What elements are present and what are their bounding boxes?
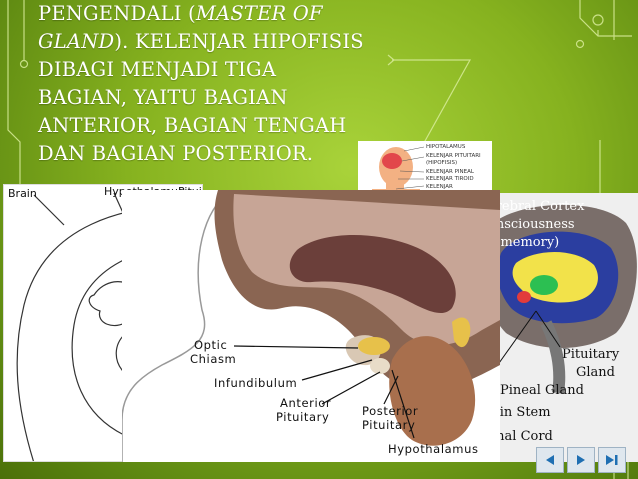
label-kelenjar-tiroid: KELENJAR TIROID (426, 176, 474, 182)
label-kelenjar-pineal: KELENJAR PINEAL (426, 169, 474, 175)
text-line-3: DIBAGI MENJADI TIGA (38, 58, 277, 81)
label-posterior-pituitary: Pituitary (362, 418, 416, 432)
previous-slide-icon (546, 455, 554, 465)
last-slide-icon (606, 455, 618, 465)
label-anterior: Anterior (280, 396, 332, 410)
text-line-5: ANTERIOR, BAGIAN TENGAH (38, 114, 347, 137)
label-spinal-cord: inal Cord (492, 429, 553, 444)
label-hypothalamus-main: Hypothalamus (388, 442, 479, 456)
label-pineal-gland: Pineal Gland (500, 383, 584, 398)
label-kelenjar-pituitari: KELENJAR PITUITARI (426, 153, 481, 159)
pituitary-anatomy-image: Optic Chiasm Infundibulum Anterior Pitui… (122, 190, 500, 462)
previous-slide-button[interactable] (536, 447, 564, 473)
next-slide-icon (577, 455, 585, 465)
colored-brain-illustration (476, 193, 638, 462)
label-gland: Gland (576, 365, 615, 380)
label-infundibulum: Infundibulum (214, 376, 298, 390)
label-cerebral-cortex: erebral Cortex (488, 199, 585, 214)
label-brain: Brain (8, 187, 37, 200)
label-hipotalamus: HIPOTALAMUS (426, 144, 466, 150)
text-line-1: PENGENDALI (MASTER OF (38, 2, 323, 25)
label-hipofisis: (HIPOFISIS) (426, 160, 458, 166)
label-posterior: Posterior (362, 404, 419, 418)
endocrine-glands-image: HIPOTALAMUS KELENJAR PITUITARI (HIPOFISI… (358, 141, 492, 197)
label-brain-stem: ain Stem (492, 405, 551, 420)
brain-functions-image: erebral Cortex onsciousness d memory) Pi… (476, 193, 638, 462)
label-memory: d memory) (488, 235, 560, 250)
text-line-2: GLAND). KELENJAR HIPOFISIS (38, 30, 364, 53)
next-slide-button[interactable] (567, 447, 595, 473)
label-kelenjar: KELENJAR (426, 184, 453, 190)
text-line-4: BAGIAN, YAITU BAGIAN (38, 86, 288, 109)
slide-body-text: PENGENDALI (MASTER OF GLAND). KELENJAR H… (38, 0, 398, 168)
text-line-6: DAN BAGIAN POSTERIOR. (38, 142, 314, 165)
label-anterior-pituitary: Pituitary (276, 410, 330, 424)
label-pituitary-right: Pituitary (562, 347, 620, 362)
label-optic: Optic (194, 338, 228, 352)
slide-navigation (536, 447, 626, 473)
sagittal-brain-illustration (122, 190, 500, 462)
last-slide-button[interactable] (598, 447, 626, 473)
label-chiasm: Chiasm (190, 352, 237, 366)
label-consciousness: onsciousness (488, 217, 575, 232)
